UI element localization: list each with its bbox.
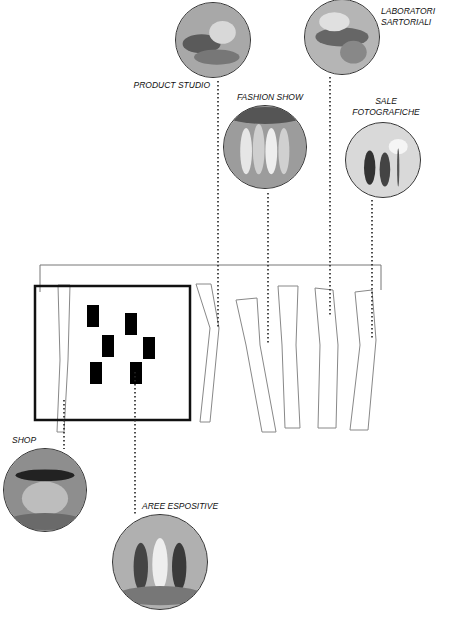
display-block — [87, 305, 99, 327]
photo-circle: LABORATORI SARTORIALI — [304, 0, 380, 75]
photo-frame — [4, 449, 87, 532]
photo-illustration — [3, 448, 87, 532]
photo-frame — [305, 0, 380, 75]
plan-strip — [57, 285, 70, 432]
photo-frame — [176, 3, 251, 78]
photo-frame — [224, 106, 307, 189]
leader-line — [371, 200, 373, 340]
leader-line — [134, 372, 136, 514]
photo-circle: AREE ESPOSITIVE — [112, 514, 208, 610]
plan-bay — [350, 290, 376, 430]
photo-frame — [113, 515, 208, 610]
photo-illustration — [112, 514, 208, 610]
space-label: FASHION SHOW — [237, 92, 303, 103]
display-block — [102, 335, 114, 357]
photo-illustration — [223, 105, 307, 189]
plan-bay — [236, 298, 276, 432]
photo-circle: SHOP — [3, 448, 87, 532]
plan-bay — [278, 286, 300, 428]
photo-illustration — [304, 0, 380, 75]
display-block — [125, 313, 137, 335]
space-label: PRODUCT STUDIO — [134, 80, 211, 91]
space-label: SHOP — [12, 435, 36, 446]
leader-line — [329, 77, 331, 315]
photo-frame — [346, 123, 421, 198]
leader-line — [267, 193, 269, 345]
shop-zone — [35, 286, 190, 420]
display-block — [143, 337, 155, 359]
display-block — [90, 362, 102, 384]
plan-bay — [315, 288, 338, 428]
space-label: AREE ESPOSITIVE — [142, 501, 218, 512]
leader-line — [217, 81, 219, 328]
photo-circle: PRODUCT STUDIO — [175, 2, 251, 78]
photo-illustration — [345, 122, 421, 198]
space-label: LABORATORI SARTORIALI — [381, 6, 445, 28]
photo-illustration — [175, 2, 251, 78]
space-label: SALE FOTOGRAFICHE — [350, 96, 422, 118]
photo-circle: FASHION SHOW — [223, 105, 307, 189]
plan-bay — [196, 284, 219, 422]
display-block — [130, 362, 142, 384]
leader-line — [63, 400, 65, 449]
photo-circle: SALE FOTOGRAFICHE — [345, 122, 421, 198]
